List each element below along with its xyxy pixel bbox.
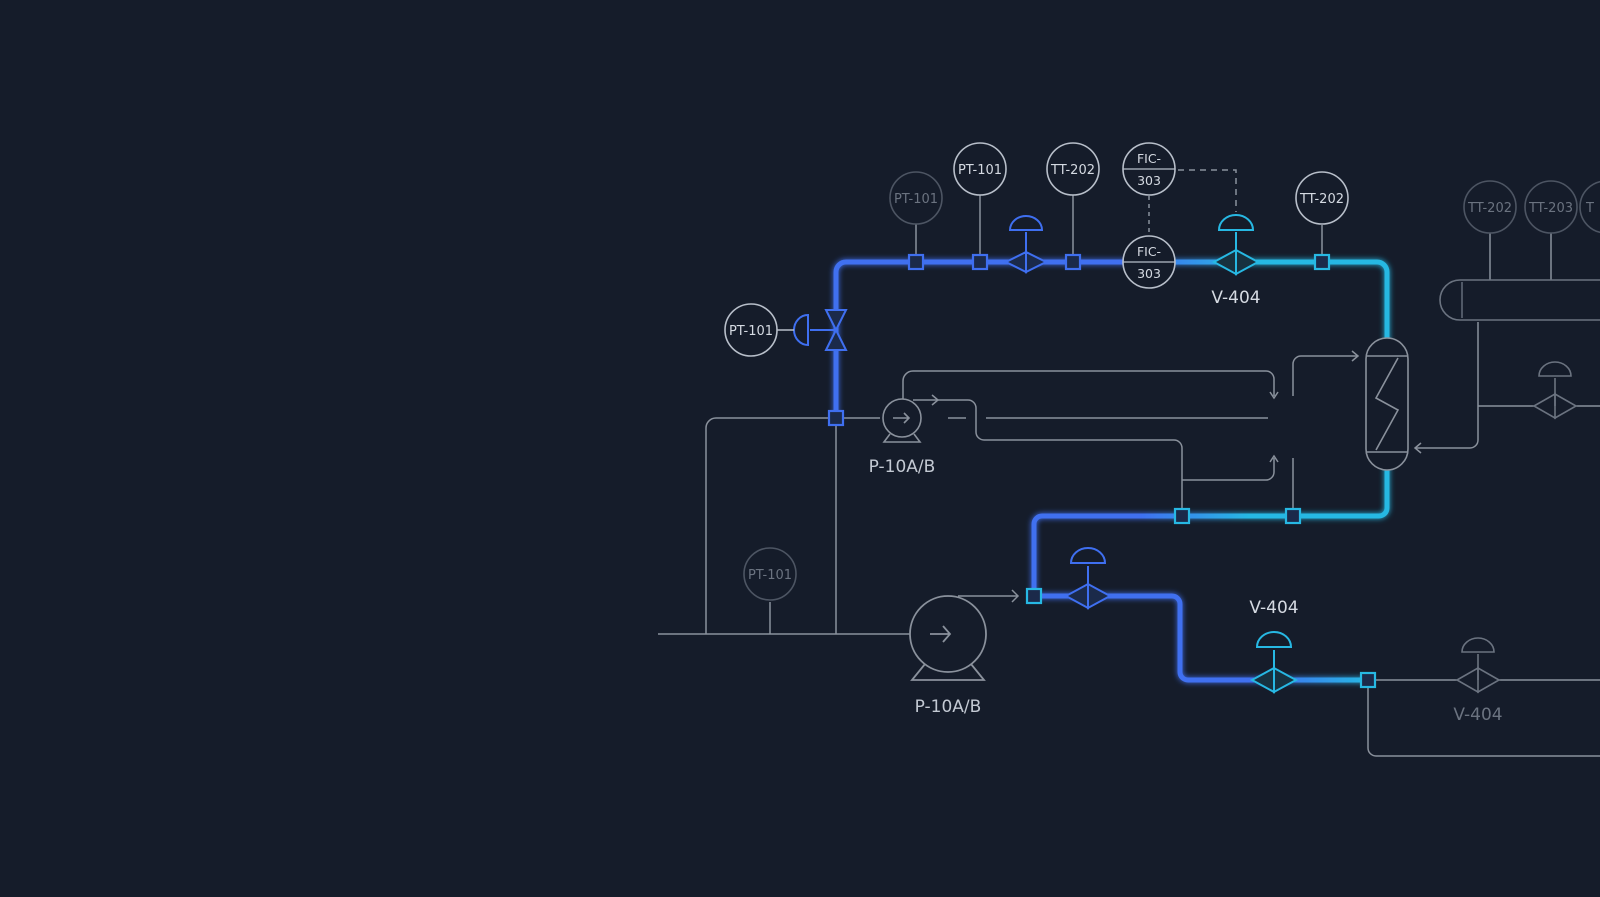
instrument-pt101-dim: PT-101 — [889, 171, 943, 225]
bottom-loop-line — [1367, 680, 1600, 757]
flow-nodes — [827, 253, 1377, 689]
control-valve-left — [793, 309, 848, 351]
control-valve-far-upper — [1532, 361, 1578, 420]
arrowhead — [931, 394, 940, 406]
instrument-tag: FIC- — [1137, 244, 1161, 259]
instrument-tag: 303 — [1137, 173, 1161, 188]
flow-node — [1284, 507, 1302, 525]
instrument-pt101-lower: PT-101 — [743, 547, 797, 601]
label-valve-lower: V-404 — [1249, 598, 1298, 618]
pump-large-icon — [909, 595, 987, 681]
instrument-tt202-right: TT-202 — [1295, 171, 1349, 225]
flow-node — [827, 409, 845, 427]
arrowhead — [1269, 454, 1279, 463]
pump-small-loop — [913, 399, 1183, 516]
label-valve-top: V-404 — [1211, 288, 1260, 308]
instrument-fic303-top: FIC- 303 — [1122, 142, 1176, 196]
exchanger-return-line — [1415, 322, 1479, 449]
arrowhead — [1413, 442, 1422, 454]
control-valve-v404-top — [1211, 214, 1261, 276]
flow-path-lower — [1034, 593, 1368, 683]
left-loop-line — [705, 417, 836, 634]
vessel-icon — [1439, 279, 1600, 321]
control-valve-blue-lower — [1063, 547, 1113, 610]
pump-top-return — [902, 370, 1275, 407]
instrument-tt202: TT-202 — [1046, 142, 1100, 196]
instrument-tag: TT-202 — [1299, 192, 1344, 207]
instrument-tag: PT-101 — [729, 324, 773, 339]
flow-path-top — [833, 259, 1390, 596]
flow-node — [1064, 253, 1082, 271]
instrument-tag: TT-203 — [1528, 201, 1573, 216]
instrument-fic303-lower: FIC- 303 — [1122, 235, 1176, 289]
control-valve-v404-lower — [1249, 631, 1299, 694]
label-pump-small: P-10A/B — [869, 457, 936, 477]
heat-exchanger-icon — [1365, 337, 1409, 471]
instrument-pt101-left: PT-101 — [724, 303, 794, 357]
instrument-tag: 303 — [1137, 266, 1161, 281]
label-pump-large: P-10A/B — [915, 697, 982, 717]
flow-node — [1173, 507, 1191, 525]
label-valve-far: V-404 — [1453, 705, 1502, 725]
flow-node — [1025, 587, 1043, 605]
flow-node — [1359, 671, 1377, 689]
arrowhead — [1351, 350, 1360, 362]
arrowheads — [931, 350, 1422, 603]
flow-node — [1313, 253, 1331, 271]
vertical-up-line-2 — [1292, 355, 1358, 396]
flow-node — [907, 253, 925, 271]
flow-node — [971, 253, 989, 271]
instrument-tt202-far: TT-202 — [1463, 180, 1517, 234]
instrument-tt203-far: TT-203 — [1524, 180, 1578, 234]
arrowhead — [1269, 391, 1279, 400]
instrument-tag: PT-101 — [894, 192, 938, 207]
instrument-tag: TT-202 — [1050, 163, 1095, 178]
control-valve-blue-top — [1003, 215, 1049, 274]
instrument-tag: T — [1585, 201, 1594, 216]
control-signal-line — [1178, 169, 1237, 212]
instrument-tag: PT-101 — [748, 568, 792, 583]
instrument-pt101: PT-101 — [953, 142, 1007, 196]
instrument-t-far: T — [1579, 180, 1600, 234]
arrowhead — [1011, 589, 1020, 603]
instrument-tag: PT-101 — [958, 163, 1002, 178]
instrument-tag: FIC- — [1137, 151, 1161, 166]
inner-return-line — [1182, 458, 1275, 481]
pump-small-icon — [882, 398, 922, 443]
instrument-tag: TT-202 — [1467, 201, 1512, 216]
control-valve-v404-far — [1455, 637, 1501, 694]
